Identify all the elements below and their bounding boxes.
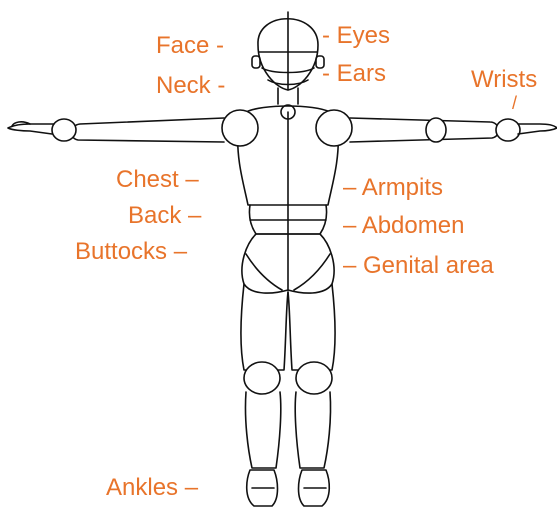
label-eyes: - Eyes [322, 24, 390, 48]
label-abdomen: – Abdomen [343, 214, 464, 238]
left-arm [8, 118, 224, 142]
label-face: Face - [156, 34, 224, 58]
label-buttocks: Buttocks – [75, 240, 187, 264]
label-wrists-tick: / [512, 94, 517, 112]
label-ankles: Ankles – [106, 476, 198, 500]
label-chest: Chest – [116, 168, 199, 192]
head [252, 12, 324, 90]
label-ears: - Ears [322, 62, 386, 86]
legs [241, 284, 335, 506]
label-back: Back – [128, 204, 201, 228]
label-armpits: – Armpits [343, 176, 443, 200]
right-shoulder-joint [316, 110, 352, 146]
label-neck: Neck - [156, 74, 225, 98]
label-wrists: Wrists [471, 68, 537, 92]
left-shoulder-joint [222, 110, 258, 146]
right-arm [350, 118, 557, 142]
label-genital-area: – Genital area [343, 254, 494, 278]
